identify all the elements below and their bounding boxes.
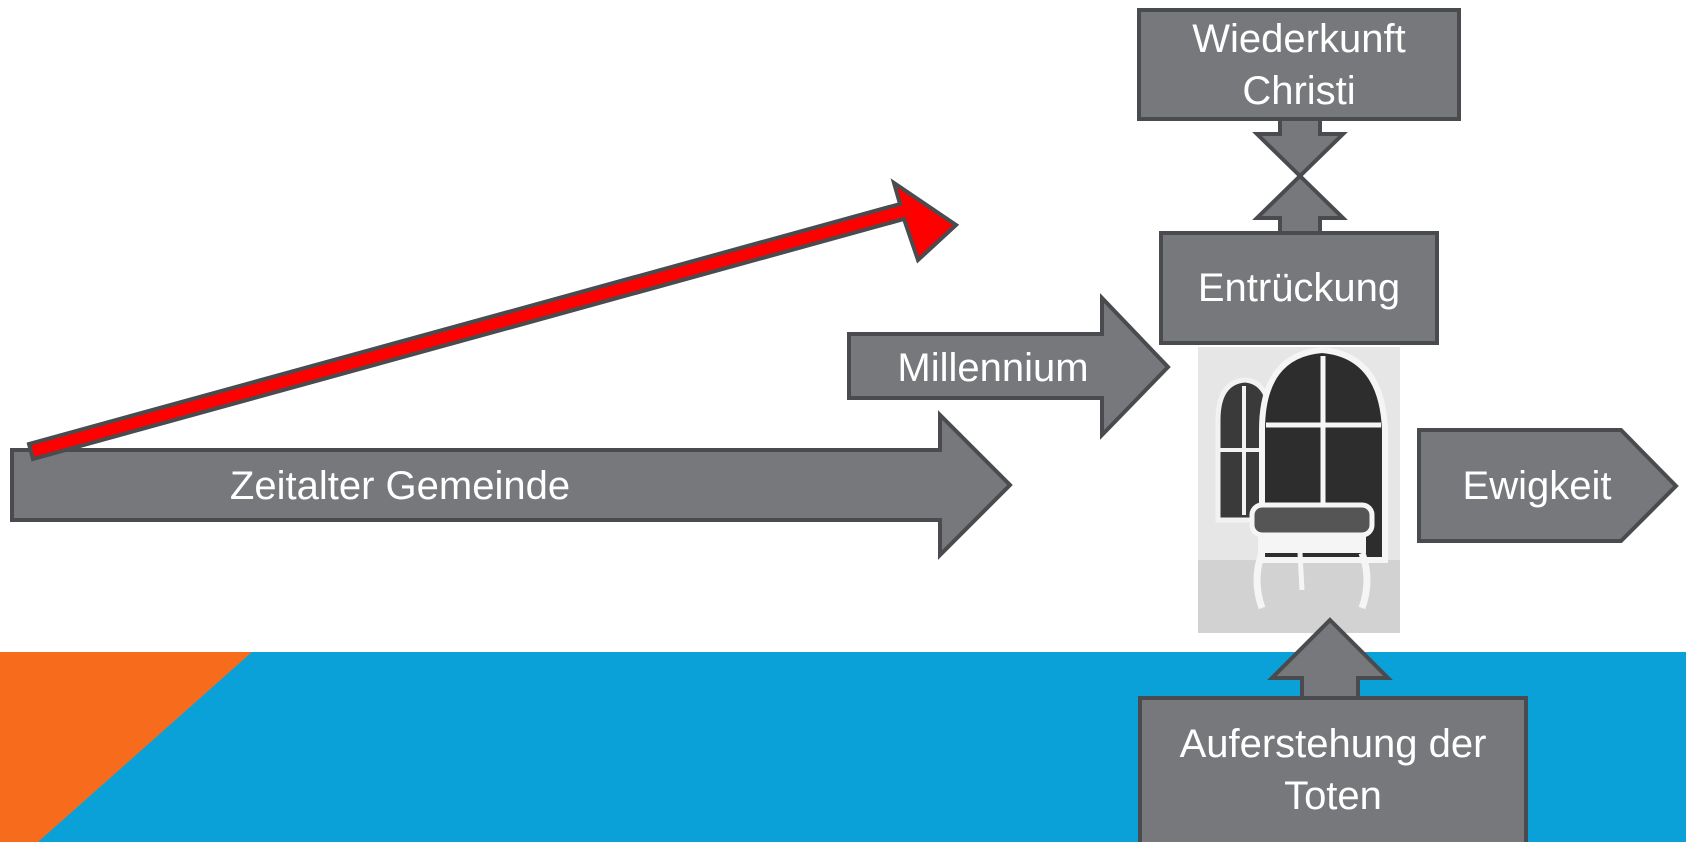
entrueckung-up-arrow — [1252, 173, 1348, 235]
wiederkunft-box — [1137, 8, 1461, 121]
auferstehung-box — [1138, 696, 1528, 842]
red-arrow — [26, 178, 960, 462]
wiederkunft-down-arrow — [1252, 117, 1348, 179]
zeitalter-arrow — [10, 410, 1013, 560]
orange-triangle — [0, 652, 252, 842]
throne-chair-photo — [1198, 346, 1400, 633]
entrueckung-box — [1159, 231, 1439, 345]
millennium-arrow — [847, 293, 1171, 440]
ewigkeit-pentagon — [1417, 428, 1679, 543]
